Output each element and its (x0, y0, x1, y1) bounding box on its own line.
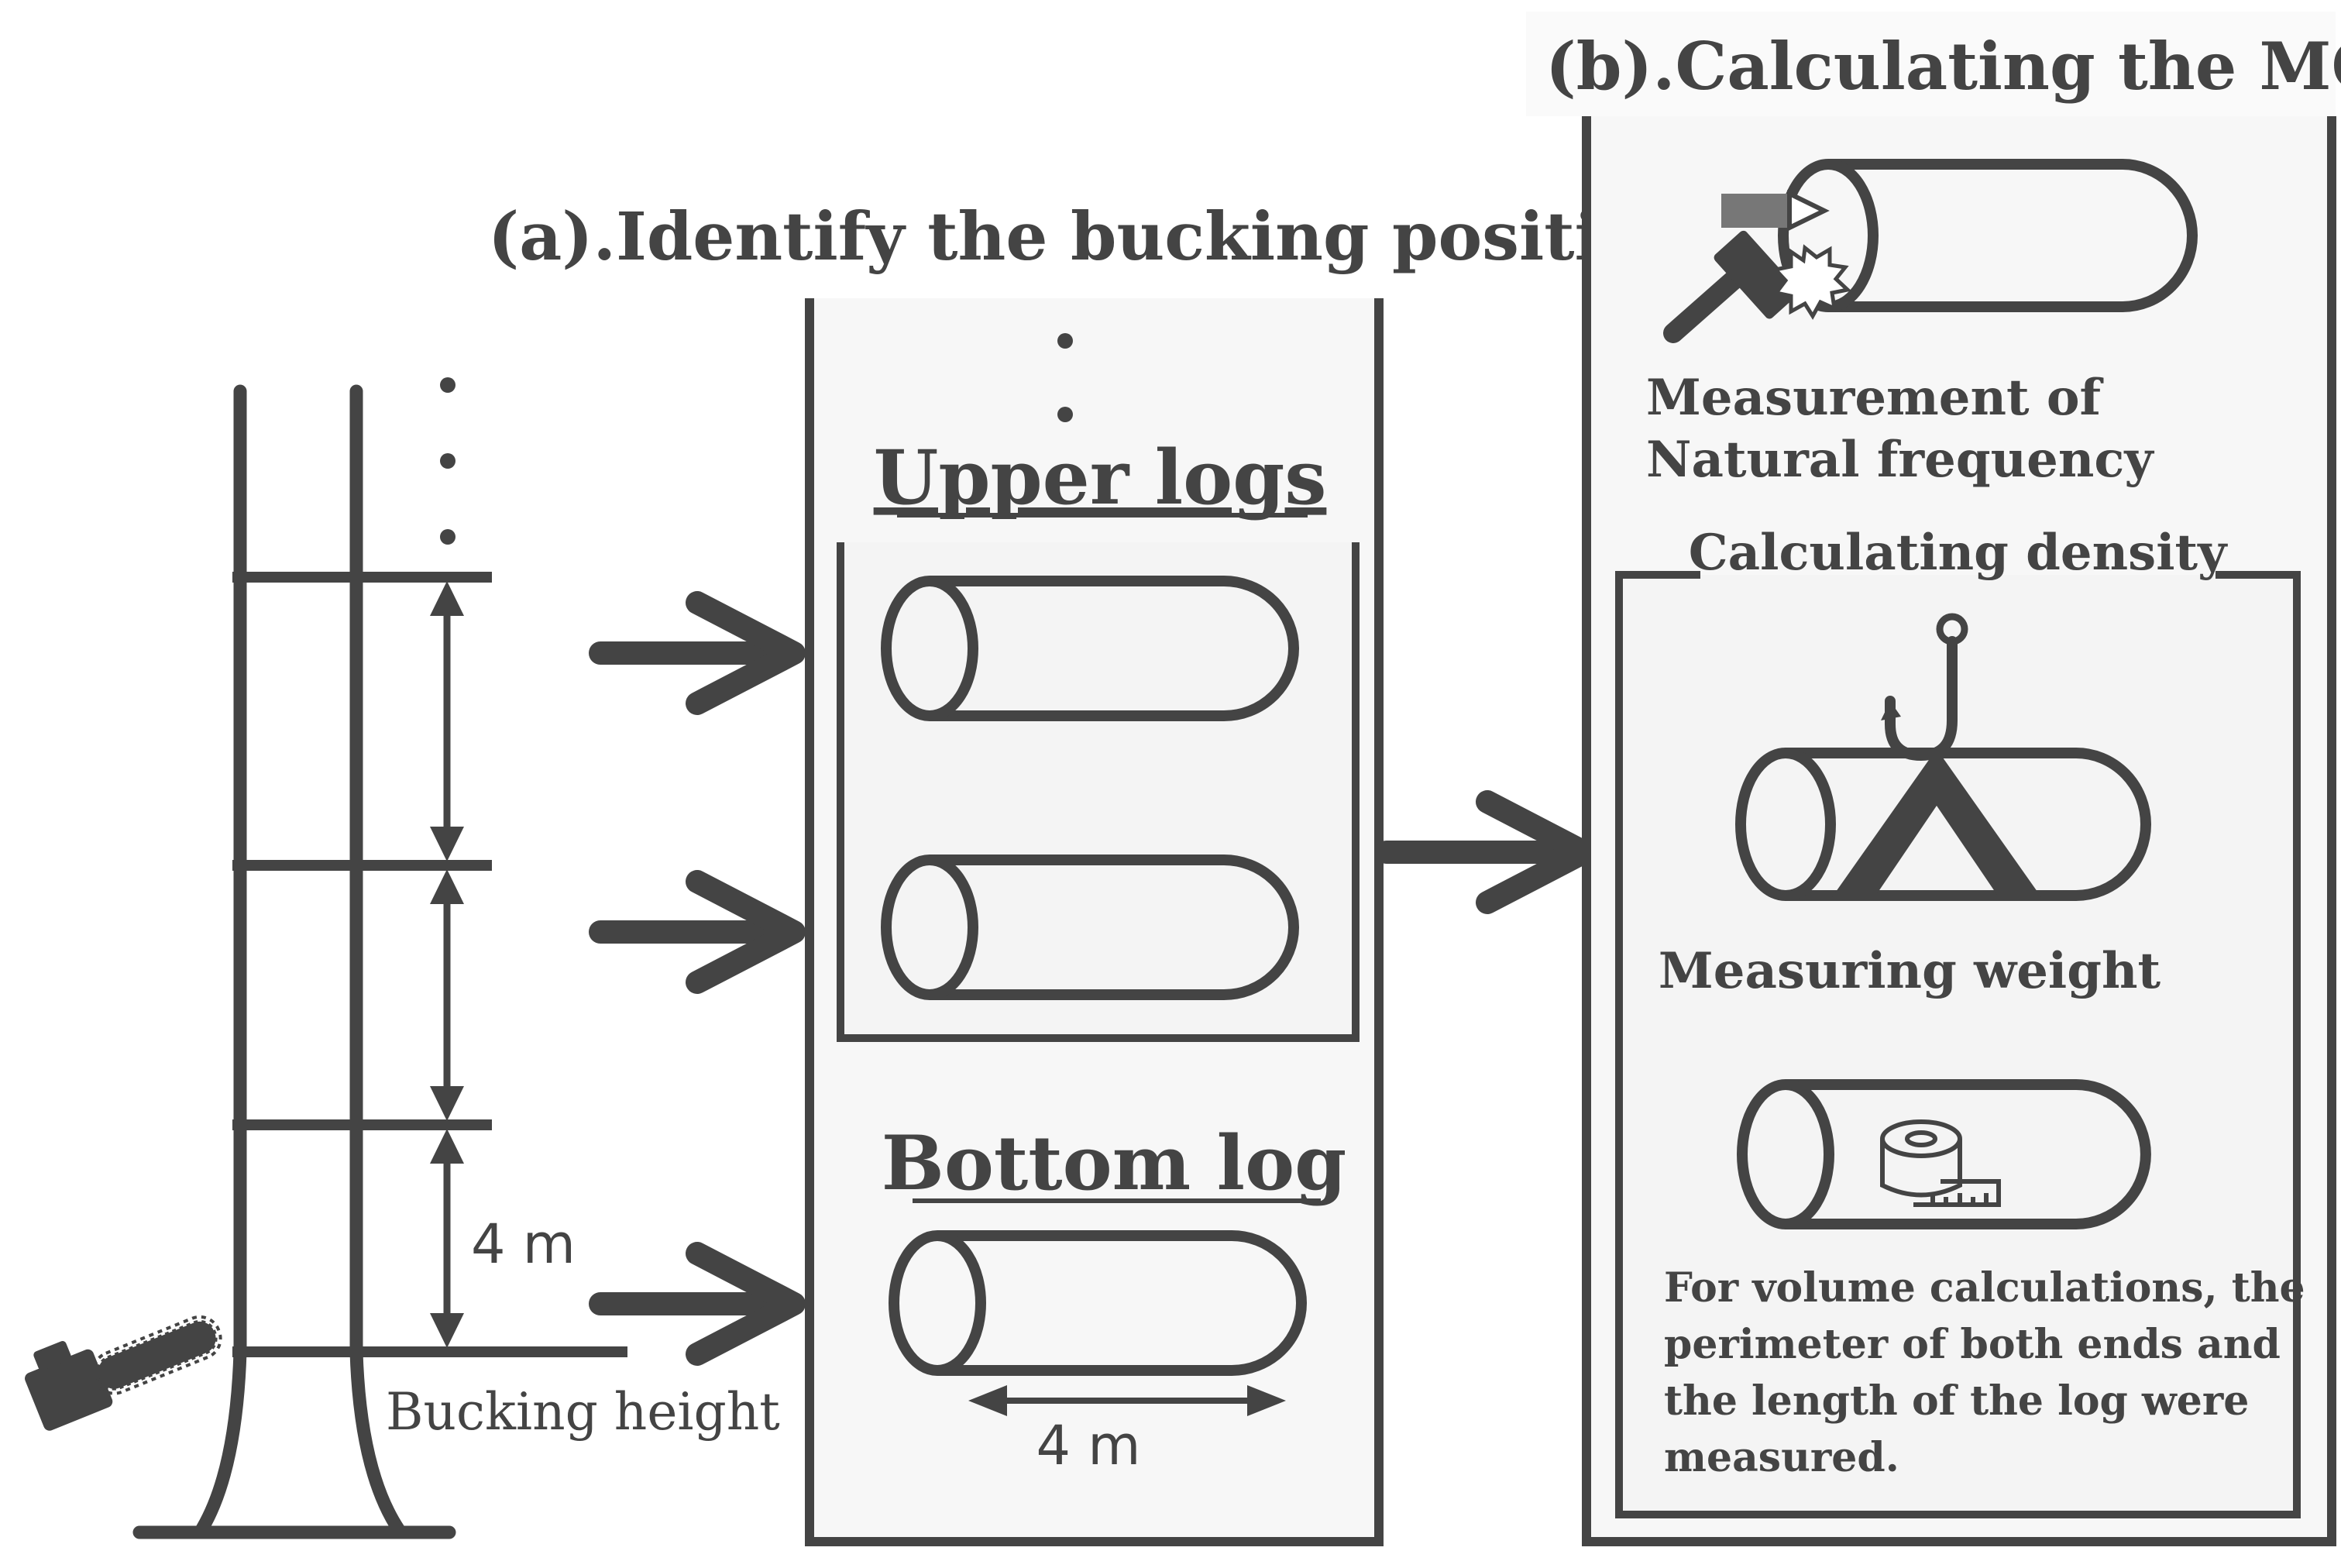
hook-icon (1832, 613, 2041, 897)
density-box (1615, 571, 2301, 1518)
weight-log (1735, 748, 2151, 901)
density-section-label: Calculating density (1689, 524, 2228, 582)
bottom-log (889, 1230, 1307, 1376)
log-length-label: 4 m (1036, 1414, 1141, 1477)
tape-measure-icon (1880, 1119, 2001, 1207)
upper-log-1 (881, 576, 1299, 721)
log-length-arrow (968, 1385, 1286, 1416)
tree-stem (132, 384, 456, 1539)
volume-log (1737, 1079, 2151, 1229)
natural-frequency-label-line2: Natural frequency (1646, 431, 2154, 489)
panel-a-continuation-dots (1057, 333, 1073, 422)
bottom-log-heading: Bottom log (882, 1119, 1347, 1207)
panel-b-title: (b).Calculating the MOE (1545, 28, 2341, 105)
bucking-height-label: Bucking height (386, 1382, 780, 1442)
upper-log-2 (881, 854, 1299, 1000)
impact-burst (1772, 244, 1852, 320)
tree-to-logs-arrows (589, 591, 806, 1366)
segment-length-label: 4 m (471, 1212, 576, 1276)
weight-label: Measuring weight (1659, 942, 2161, 1000)
panel-a-to-b-arrow (1375, 790, 1596, 914)
hammer-icon (1663, 190, 1852, 343)
chainsaw-icon (25, 1315, 222, 1431)
panel-a-title: (a).Identify the bucking position (488, 198, 1691, 276)
volume-note-line2: perimeter of both ends and (1664, 1321, 2281, 1368)
volume-note-line3: the length of the log were (1664, 1377, 2249, 1425)
tree-continuation-dots (440, 377, 455, 545)
panel-b-title-bg (1526, 12, 2336, 116)
volume-note-line1: For volume calculations, the (1664, 1264, 2305, 1312)
natural-frequency-label-line1: Measurement of (1646, 369, 2104, 427)
bucking-lines (232, 572, 627, 1357)
upper-logs-heading: Upper logs (874, 434, 1327, 521)
segment-dimension-arrows (430, 581, 464, 1348)
volume-note-line4: measured. (1664, 1434, 1899, 1481)
